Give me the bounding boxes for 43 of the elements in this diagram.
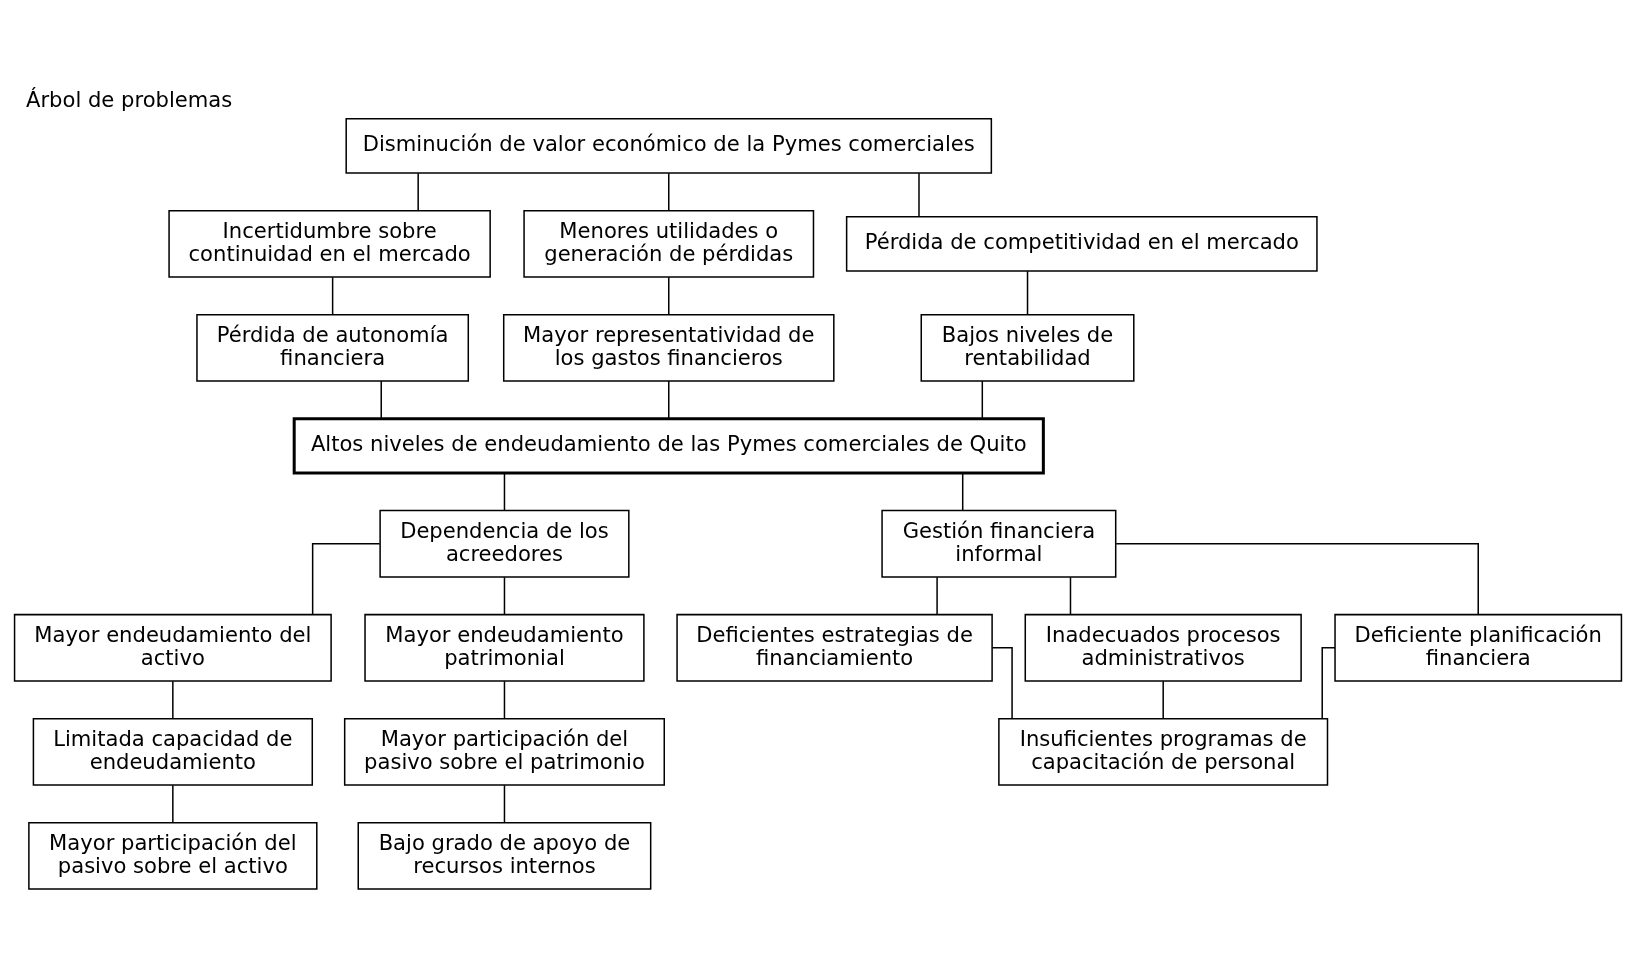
connector bbox=[172, 784, 174, 824]
connector bbox=[1026, 270, 1029, 316]
connector bbox=[1321, 647, 1336, 720]
node-box: Limitada capacidad de endeudamiento bbox=[32, 717, 314, 786]
connector bbox=[668, 380, 670, 420]
node-box: Disminución de valor económico de la Pymes comerciales bbox=[345, 117, 993, 174]
connector bbox=[503, 472, 506, 512]
node-box: Bajos niveles de rentabilidad bbox=[920, 313, 1135, 382]
connector bbox=[668, 172, 670, 212]
connector bbox=[503, 680, 506, 720]
connector bbox=[1115, 543, 1479, 616]
node-box: Mayor participación del pasivo sobre el patrimonio bbox=[343, 717, 665, 786]
connector bbox=[918, 172, 920, 218]
connector bbox=[668, 276, 670, 316]
node-box: Pérdida de autonomía financiera bbox=[196, 313, 470, 382]
node-box: Deficientes estrategias de financiamiento bbox=[676, 613, 993, 682]
connector bbox=[331, 276, 334, 316]
connector bbox=[380, 380, 382, 420]
connector bbox=[936, 576, 938, 616]
node-box: Menores utilidades o generación de pérdidas bbox=[523, 209, 815, 278]
node-box: Deficiente planificación financiera bbox=[1334, 613, 1623, 682]
connector bbox=[961, 472, 964, 512]
connector bbox=[503, 576, 506, 616]
node-box: Mayor participación del pasivo sobre el activo bbox=[28, 821, 318, 890]
node-box: Inadecuados procesos administrativos bbox=[1024, 613, 1302, 682]
node-box: Mayor representatividad de los gastos financieros bbox=[502, 313, 835, 382]
node-box: Dependencia de los acreedores bbox=[379, 509, 630, 578]
connector bbox=[311, 543, 381, 616]
connector bbox=[172, 680, 174, 720]
connector bbox=[981, 380, 984, 420]
diagram-title: Árbol de problemas bbox=[26, 86, 233, 112]
node-box: Mayor endeudamiento del activo bbox=[13, 613, 332, 682]
connector bbox=[1162, 680, 1164, 720]
node-box: Insuficientes programas de capacitación de personal bbox=[998, 717, 1329, 786]
node-box: Gestión financiera informal bbox=[881, 509, 1117, 578]
connector bbox=[417, 172, 419, 212]
node-box: Pérdida de competitividad en el mercado bbox=[845, 215, 1318, 272]
connector bbox=[1069, 576, 1072, 616]
node-box: Altos niveles de endeudamiento de las Pymes comerciales de Quito bbox=[292, 417, 1045, 475]
node-box: Bajo grado de apoyo de recursos internos bbox=[357, 821, 652, 890]
connector bbox=[503, 784, 506, 824]
node-box: Incertidumbre sobre continuidad en el mercado bbox=[168, 209, 491, 278]
node-box: Mayor endeudamiento patrimonial bbox=[364, 613, 645, 682]
